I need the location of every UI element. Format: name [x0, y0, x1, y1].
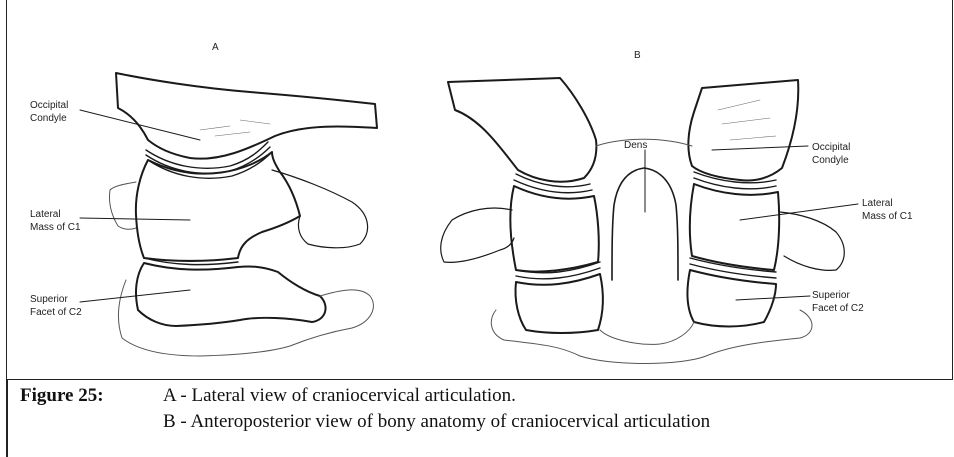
- panel-b-drawing: [441, 78, 858, 364]
- panel-a-c2-body-outline: [119, 280, 374, 356]
- caption-text-a: A - Lateral view of craniocervical artic…: [163, 385, 516, 406]
- panel-a-anterior-outline: [109, 182, 136, 229]
- figure-caption: Figure 25:A - Lateral view of craniocerv…: [20, 383, 710, 435]
- panel-b-leader-lateral: [740, 204, 858, 220]
- panel-a-label-occipital-1: Occipital: [30, 100, 68, 111]
- caption-line-a: Figure 25:A - Lateral view of craniocerv…: [20, 383, 710, 409]
- panel-b-leader-occipital: [712, 146, 808, 150]
- panel-b-label-superior-1: Superior: [812, 290, 850, 301]
- panel-a-axis-c2: [136, 263, 326, 326]
- panel-a-letter: A: [212, 42, 219, 53]
- caption-line-b: B - Anteroposterior view of bony anatomy…: [20, 409, 710, 435]
- panel-a-label-lateral-1: Lateral: [30, 209, 61, 220]
- panel-b-left-transverse-process: [441, 208, 514, 262]
- panel-a-label-superior-1: Superior: [30, 294, 68, 305]
- panel-b-letter: B: [634, 50, 641, 61]
- panel-b-label-occipital-1: Occipital: [812, 142, 850, 153]
- frame-left-rule: [6, 379, 8, 457]
- panel-b-right-occipital: [688, 80, 798, 181]
- panel-b-label-lateral-1: Lateral: [862, 198, 893, 209]
- panel-b-left-joint-c1-c2: [516, 262, 600, 285]
- panel-b-label-dens: Dens: [624, 140, 647, 151]
- panel-a-label-occipital-2: Condyle: [30, 113, 67, 124]
- panel-a-leader-lateral: [80, 218, 190, 220]
- panel-a-leader-occipital: [80, 110, 200, 140]
- panel-b-right-occipital-texture: [718, 100, 776, 140]
- panel-b-label-superior-2: Facet of C2: [812, 303, 864, 314]
- panel-b-label-lateral-2: Mass of C1: [862, 211, 913, 222]
- panel-b-right-joint-c0-c1: [694, 172, 778, 195]
- panel-b-right-joint-c1-c2: [690, 258, 776, 284]
- panel-b-c2-body: [491, 310, 812, 364]
- panel-b-right-transverse-process: [780, 212, 844, 270]
- panel-a-occipital-texture: [200, 120, 270, 136]
- panel-a-label-lateral-2: Mass of C1: [30, 222, 81, 233]
- panel-b-left-c2-facet: [515, 274, 602, 333]
- panel-b-left-occipital: [448, 78, 596, 182]
- panel-b-right-lateral-mass: [690, 184, 779, 270]
- panel-a-occipital-bone: [116, 73, 377, 159]
- panel-a-label-superior-2: Facet of C2: [30, 307, 82, 318]
- caption-label: Figure 25:: [20, 383, 163, 409]
- anatomy-figure: A Occipital Condyle Lateral Mass of C1 S…: [0, 0, 954, 380]
- caption-text-b: B - Anteroposterior view of bony anatomy…: [163, 411, 710, 432]
- panel-a-drawing: [80, 73, 377, 356]
- panel-b-label-occipital-2: Condyle: [812, 155, 849, 166]
- panel-b-left-lateral-mass: [510, 186, 598, 272]
